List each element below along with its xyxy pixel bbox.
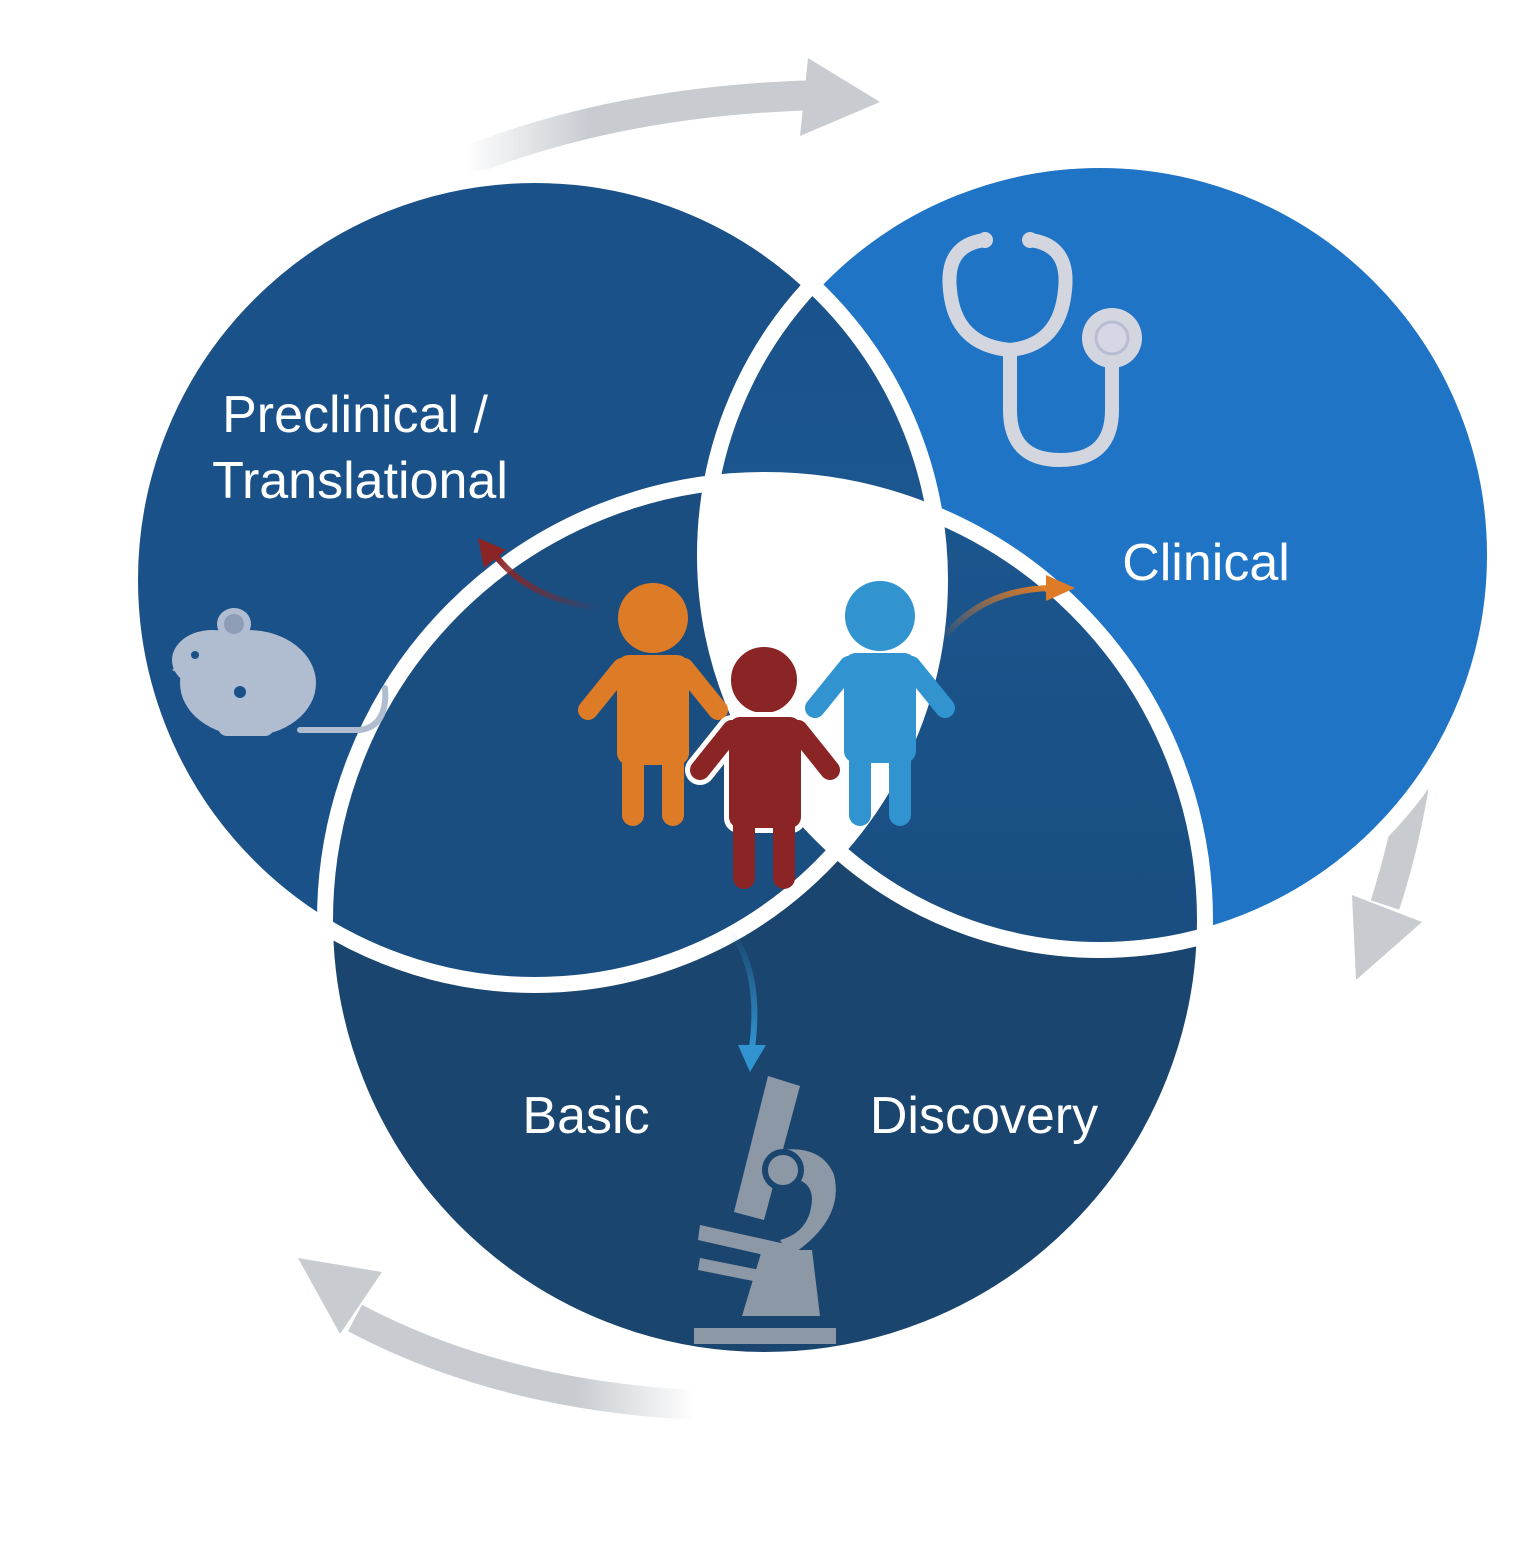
arrow-to-preclinical [478, 538, 601, 611]
label-preclinical-line1: Preclinical / [222, 386, 488, 444]
stethoscope-icon [942, 232, 1142, 468]
circle-outlines [122, 152, 1503, 1368]
cycle-arrow-top [459, 58, 880, 176]
microscope-icon [694, 1076, 836, 1344]
cycle-arrow-bottom [298, 1258, 696, 1420]
label-discovery: Discovery [870, 1087, 1098, 1145]
label-preclinical-line2: Translational [212, 452, 508, 510]
mouse-icon [172, 608, 389, 736]
arrow-to-clinical [939, 575, 1075, 642]
label-clinical: Clinical [1122, 534, 1290, 592]
label-basic: Basic [522, 1087, 649, 1145]
arrow-to-basic [727, 928, 766, 1072]
children-icon [578, 581, 955, 889]
